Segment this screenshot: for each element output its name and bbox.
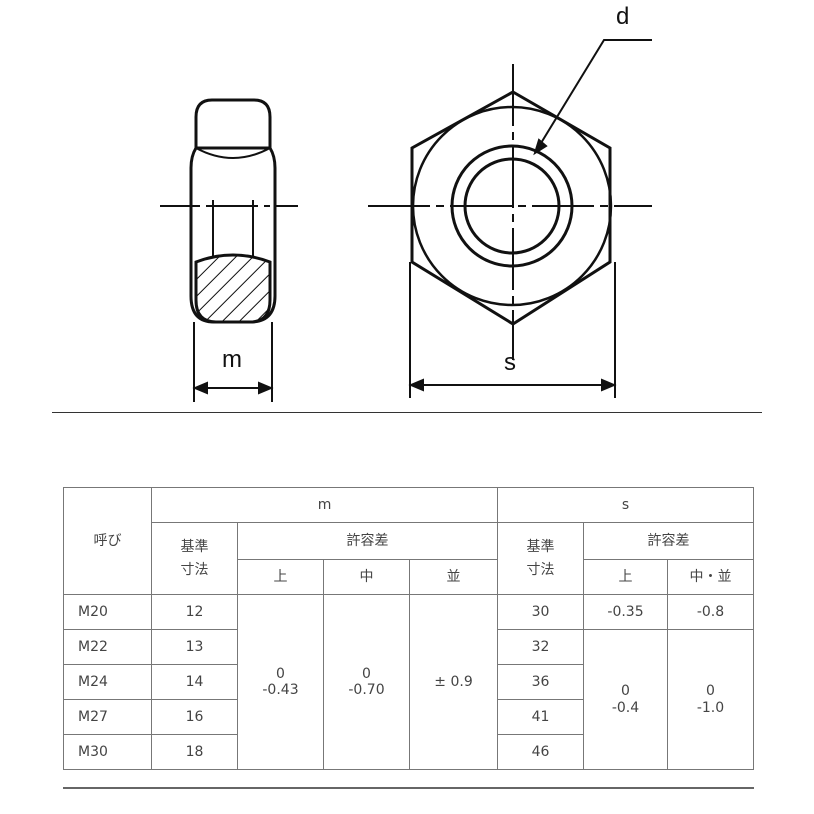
row-m: 16: [151, 699, 238, 735]
nut-section-hatch: [194, 253, 272, 324]
row-s: 36: [497, 664, 585, 700]
m-dimension: [192, 322, 274, 402]
s-tol-mid-ord-bottom: -1.0: [696, 699, 725, 716]
nut-side-view: [189, 98, 277, 324]
s-tol-upper: 0 -0.4: [583, 629, 669, 770]
header-s-mid-ord: 中・並: [667, 559, 755, 595]
m-tol-upper-bottom: -0.43: [262, 682, 299, 698]
row-s: 41: [497, 699, 585, 735]
m-tol-mid: 0 -0.70: [323, 594, 410, 770]
s-tol-mid-ord-top: 0: [706, 683, 715, 700]
header-m-mid: 中: [323, 559, 410, 595]
s-tol-first-upper: -0.35: [583, 594, 669, 630]
s-tol-mid-ord: 0 -1.0: [667, 629, 755, 770]
header-m-base-bottom: 寸法: [180, 561, 209, 578]
d-leader: [533, 39, 652, 156]
nut-front-view: [410, 90, 613, 326]
header-s-upper: 上: [583, 559, 669, 595]
header-m-upper: 上: [237, 559, 324, 595]
header-s-base-bottom: 寸法: [526, 561, 555, 578]
header-s-base: 基準 寸法: [497, 522, 585, 595]
hex-outline: [410, 90, 612, 326]
nut-side-hidden-bore: [212, 200, 254, 258]
hex-nut-drawing: [160, 39, 652, 402]
s-tol-upper-bottom: -0.4: [611, 699, 640, 716]
row-m: 13: [151, 629, 238, 665]
d-label: d: [616, 3, 630, 30]
row-m: 14: [151, 664, 238, 700]
row-s: 32: [497, 629, 585, 665]
row-name: M20: [63, 594, 152, 630]
row-name: M22: [63, 629, 152, 665]
dimension-table: 呼び m s 基準 寸法 許容差 基準 寸法 許容差 上 中 並 上 中・並 M…: [63, 487, 755, 770]
header-s-tolerance: 許容差: [583, 522, 755, 560]
s-tol-upper-top: 0: [621, 683, 630, 700]
table-bottom-rule: [63, 787, 754, 789]
header-nominal: 呼び: [63, 487, 152, 595]
header-m-base: 基準 寸法: [151, 522, 238, 595]
row-s: 46: [497, 734, 585, 770]
row-s: 30: [497, 594, 585, 630]
row-m: 18: [151, 734, 238, 770]
m-tol-ord: ± 0.9: [408, 594, 499, 770]
row-name: M30: [63, 734, 152, 770]
front-center-lines: [368, 64, 652, 360]
m-label: m: [222, 346, 242, 373]
header-group-m: m: [150, 487, 499, 523]
header-group-s: s: [497, 487, 755, 523]
row-name: M27: [63, 699, 152, 735]
header-s-base-top: 基準: [526, 539, 555, 556]
m-tol-mid-top: 0: [362, 665, 371, 682]
section-separator: [52, 412, 762, 413]
header-m-base-top: 基準: [180, 539, 209, 556]
m-tol-upper-top: 0: [276, 665, 285, 682]
row-m: 12: [151, 594, 238, 630]
row-name: M24: [63, 664, 152, 700]
m-tol-mid-bottom: -0.70: [348, 682, 385, 698]
s-dimension: [408, 262, 617, 398]
s-label: s: [504, 349, 516, 376]
m-tol-upper: 0 -0.43: [237, 594, 324, 770]
nut-side-top-chamfer: [194, 98, 272, 148]
s-tol-first-mid-ord: -0.8: [667, 594, 755, 630]
header-m-ord: 並: [408, 559, 499, 595]
nut-side-mid-curve: [195, 147, 271, 159]
header-m-tolerance: 許容差: [236, 522, 499, 560]
